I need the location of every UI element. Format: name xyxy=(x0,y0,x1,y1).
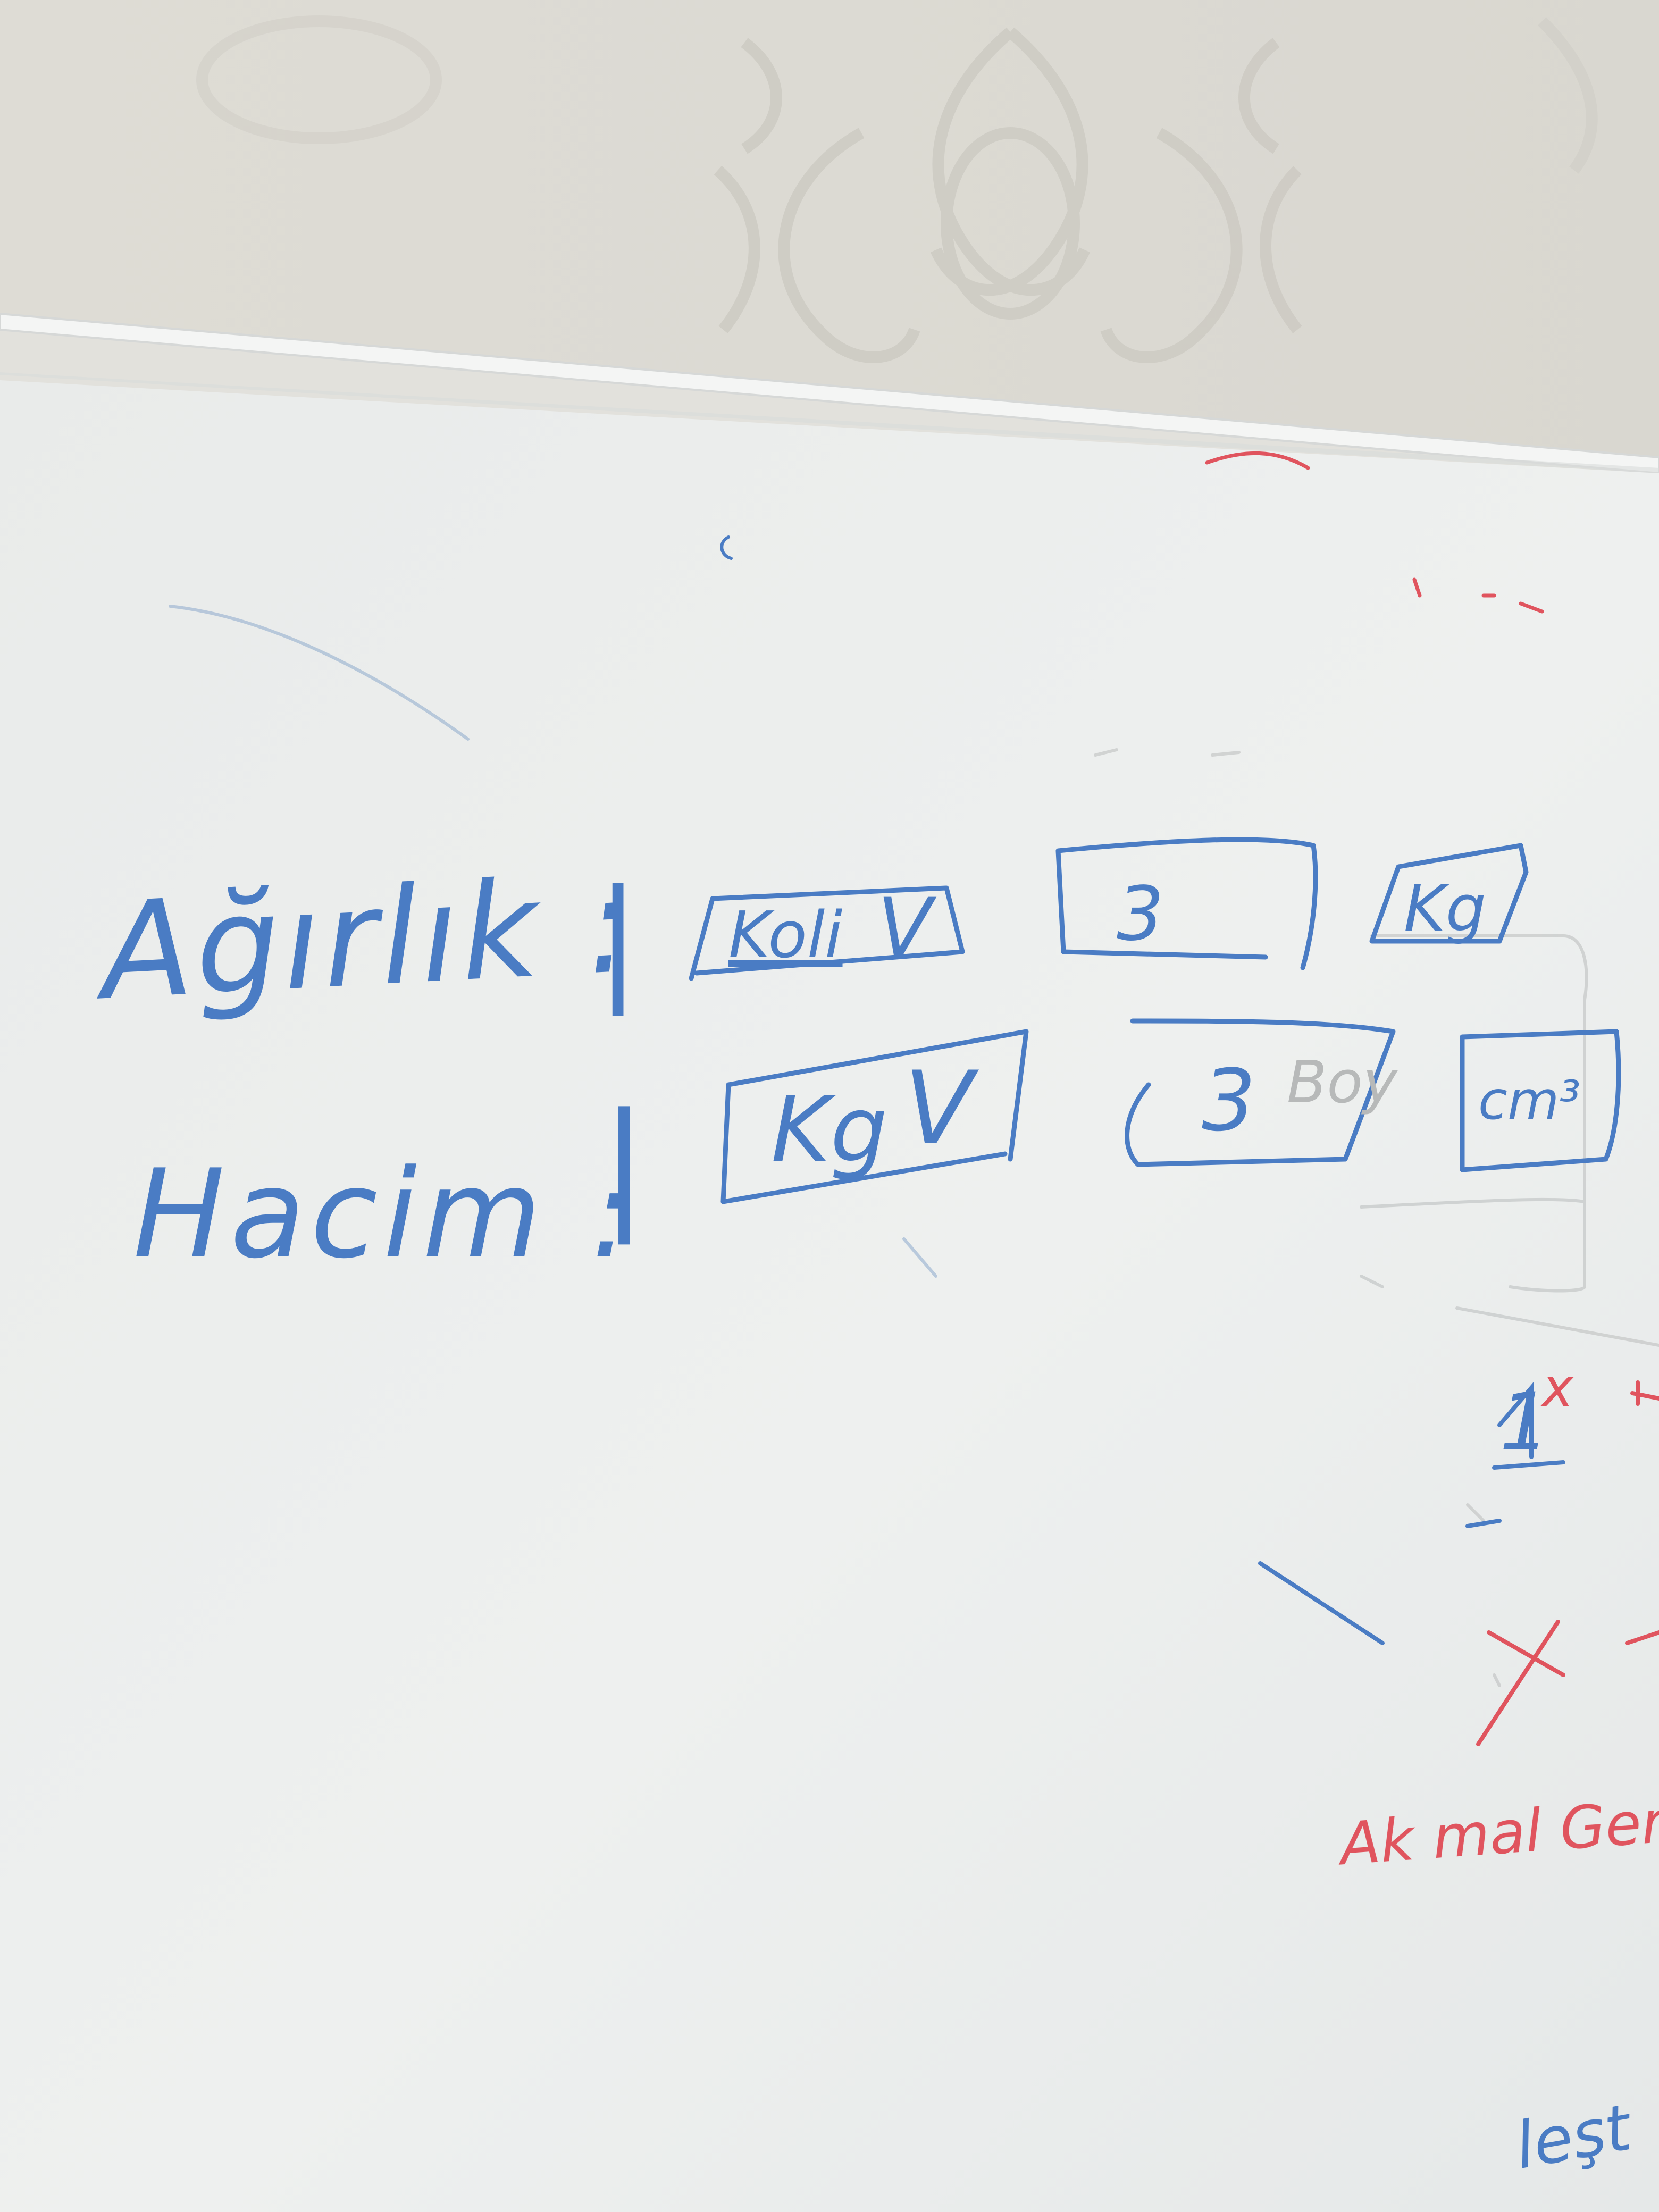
text-cm3: cm³ xyxy=(1478,1069,1581,1132)
damask-pattern xyxy=(196,15,1598,363)
wallpaper xyxy=(0,0,1659,457)
box-kg-volume xyxy=(720,1029,1029,1204)
bar-agirlik: | xyxy=(596,861,641,1016)
text-boy-ghost: Boy xyxy=(1287,1048,1397,1116)
ghost-marks xyxy=(169,605,1659,1687)
row-weight xyxy=(689,837,1529,981)
label-hacim: Hacim : xyxy=(133,1144,638,1286)
board-frame xyxy=(0,312,1659,475)
text-red-x-small: x xyxy=(1542,1356,1574,1419)
text-three-weight: 3 xyxy=(1117,871,1164,958)
box-kg-weight xyxy=(1369,843,1529,944)
whiteboard xyxy=(0,380,1659,2212)
text-blue-bottom-right: leşt xyxy=(1510,2091,1637,2184)
red-marks-top xyxy=(1205,451,1544,614)
red-marks-right xyxy=(1476,1380,1659,1746)
box-cm3 xyxy=(1460,1029,1621,1172)
box-koli xyxy=(689,885,965,981)
check-koli: V xyxy=(877,882,932,974)
text-blue-mark: 1 xyxy=(1499,1376,1551,1469)
text-three-volume: 3 xyxy=(1202,1051,1256,1150)
check-kg-volume: V xyxy=(904,1050,973,1167)
text-kg-volume: Kg xyxy=(771,1077,888,1183)
row-volume xyxy=(720,1018,1621,1204)
blue-marks-right xyxy=(1258,1382,1565,1645)
text-koli: Koli xyxy=(728,899,843,973)
bar-hacim: | xyxy=(601,1084,648,1245)
label-agirlik: Ağırlık : xyxy=(97,847,639,1030)
text-kg-weight: Kg xyxy=(1404,872,1486,946)
box-three-weight xyxy=(1055,837,1318,970)
box-three-volume xyxy=(1125,1018,1396,1167)
